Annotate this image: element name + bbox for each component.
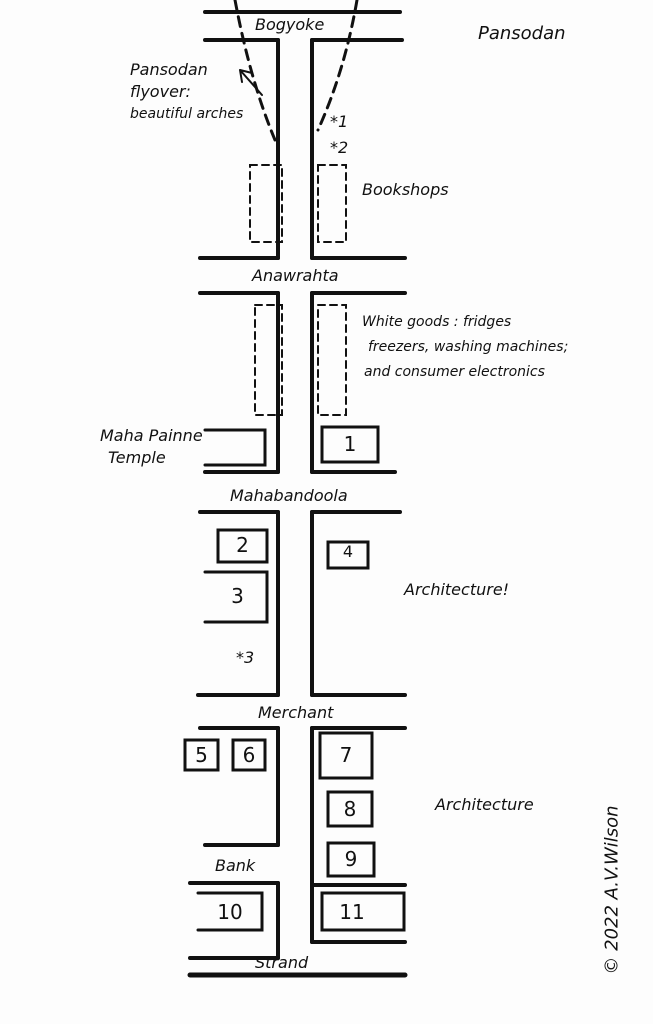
white-goods-label-2: freezers, washing machines; (368, 339, 569, 355)
white-goods-label-1: White goods : fridges (362, 314, 512, 330)
street-label-merchant: Merchant (258, 703, 334, 722)
building-3: 3 (231, 584, 244, 608)
flyover-outline (233, 0, 277, 142)
building-2: 2 (236, 533, 249, 557)
architecture-label-2: Architecture (435, 795, 534, 814)
map-title: Pansodan (478, 23, 566, 44)
building-10: 10 (217, 900, 243, 924)
flyover-label-3: beautiful arches (130, 106, 244, 122)
street-label-anawrahta: Anawrahta (252, 266, 339, 285)
white-goods-label-3: and consumer electronics (364, 364, 545, 380)
bookshops-label: Bookshops (362, 180, 449, 199)
temple-label-1: Maha Painne (100, 426, 203, 445)
bookshops-zone (249, 164, 283, 243)
building-4: 4 (342, 542, 354, 561)
temple-building (203, 428, 267, 467)
street-label-bogyoke: Bogyoke (255, 15, 325, 34)
star-3: *3 (236, 648, 255, 667)
architecture-label-1: Architecture! (404, 580, 510, 599)
building-1: 1 (343, 432, 357, 456)
street-label-strand: Strand (255, 953, 309, 972)
building-11: 11 (339, 900, 365, 924)
flyover-label-2: flyover: (130, 82, 191, 101)
street-label-mahabandoola: Mahabandoola (230, 486, 348, 505)
star-2: *2 (330, 138, 349, 157)
white-goods-zone (254, 304, 283, 416)
copyright-text: © 2022 A.V.Wilson (601, 805, 623, 975)
building-6: 6 (242, 743, 256, 767)
star-1: *1 (330, 112, 349, 131)
building-5: 5 (195, 743, 208, 767)
bank-label: Bank (215, 856, 256, 875)
temple-label-2: Temple (108, 448, 166, 467)
building-9: 9 (344, 847, 358, 871)
building-7: 7 (339, 743, 353, 767)
flyover-label-1: Pansodan (130, 60, 208, 79)
building-8: 8 (343, 797, 357, 821)
